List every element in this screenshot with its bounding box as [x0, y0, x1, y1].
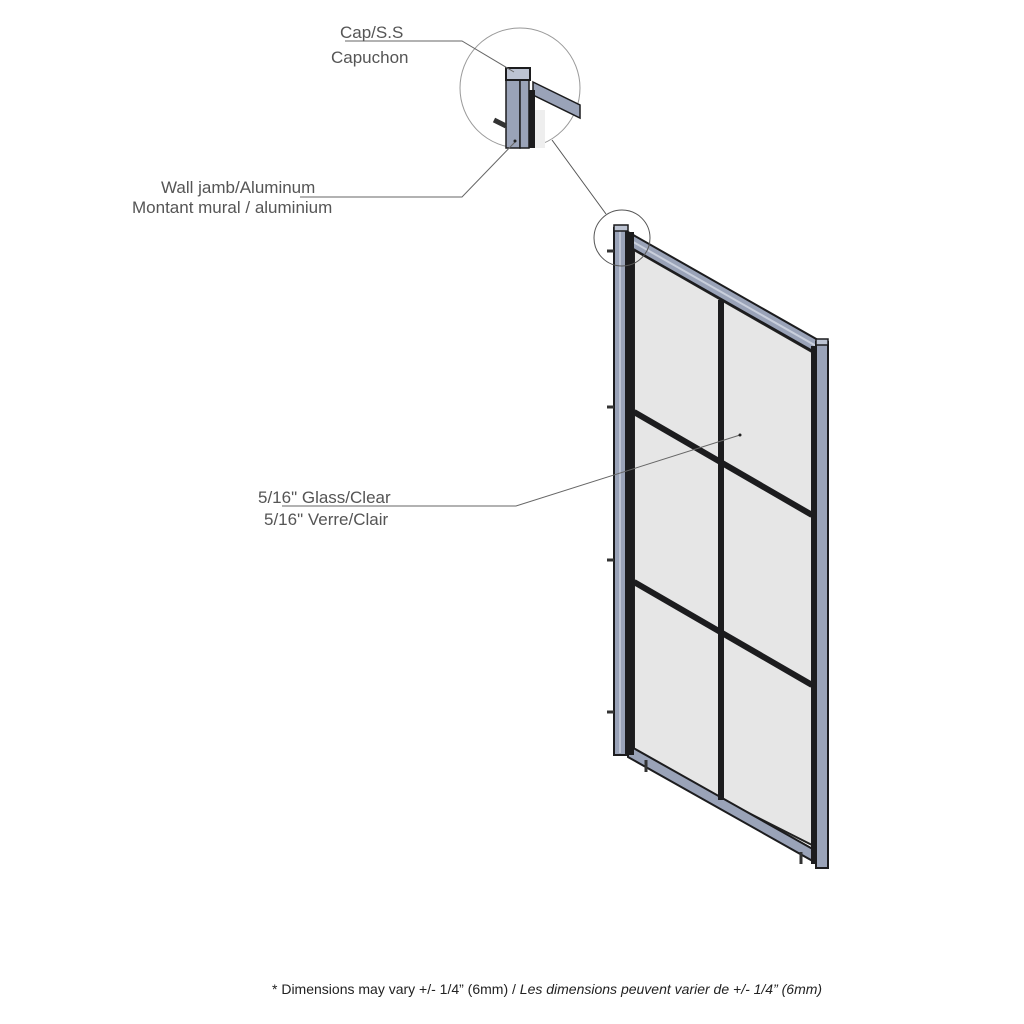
anchor-pins [607, 249, 803, 864]
detail-source-circle [593, 209, 651, 267]
glass-label-fr: 5/16" Verre/Clair [264, 510, 389, 529]
cap-right [815, 338, 829, 346]
detail-enlargement [492, 67, 581, 149]
glass-label: 5/16" Glass/Clear [258, 488, 391, 507]
wall-jamb-label-fr: Montant mural / aluminium [132, 198, 333, 217]
horizontal-bar-lower [632, 579, 814, 688]
horizontal-bar-upper [632, 409, 814, 518]
footnote-en: * Dimensions may vary +/- 1/4” (6mm) / [272, 981, 520, 997]
cap-left [613, 224, 629, 232]
dimension-footnote: * Dimensions may vary +/- 1/4” (6mm) / L… [272, 981, 822, 997]
wall-jamb-right [815, 341, 829, 869]
footnote-fr: Les dimensions peuvent varier de +/- 1/4… [519, 981, 823, 997]
cap-label: Cap/S.S [340, 23, 404, 42]
leader-lines [282, 40, 741, 507]
wall-jamb-label: Wall jamb/Aluminum [161, 178, 316, 197]
cap-label-fr: Capuchon [331, 48, 409, 67]
